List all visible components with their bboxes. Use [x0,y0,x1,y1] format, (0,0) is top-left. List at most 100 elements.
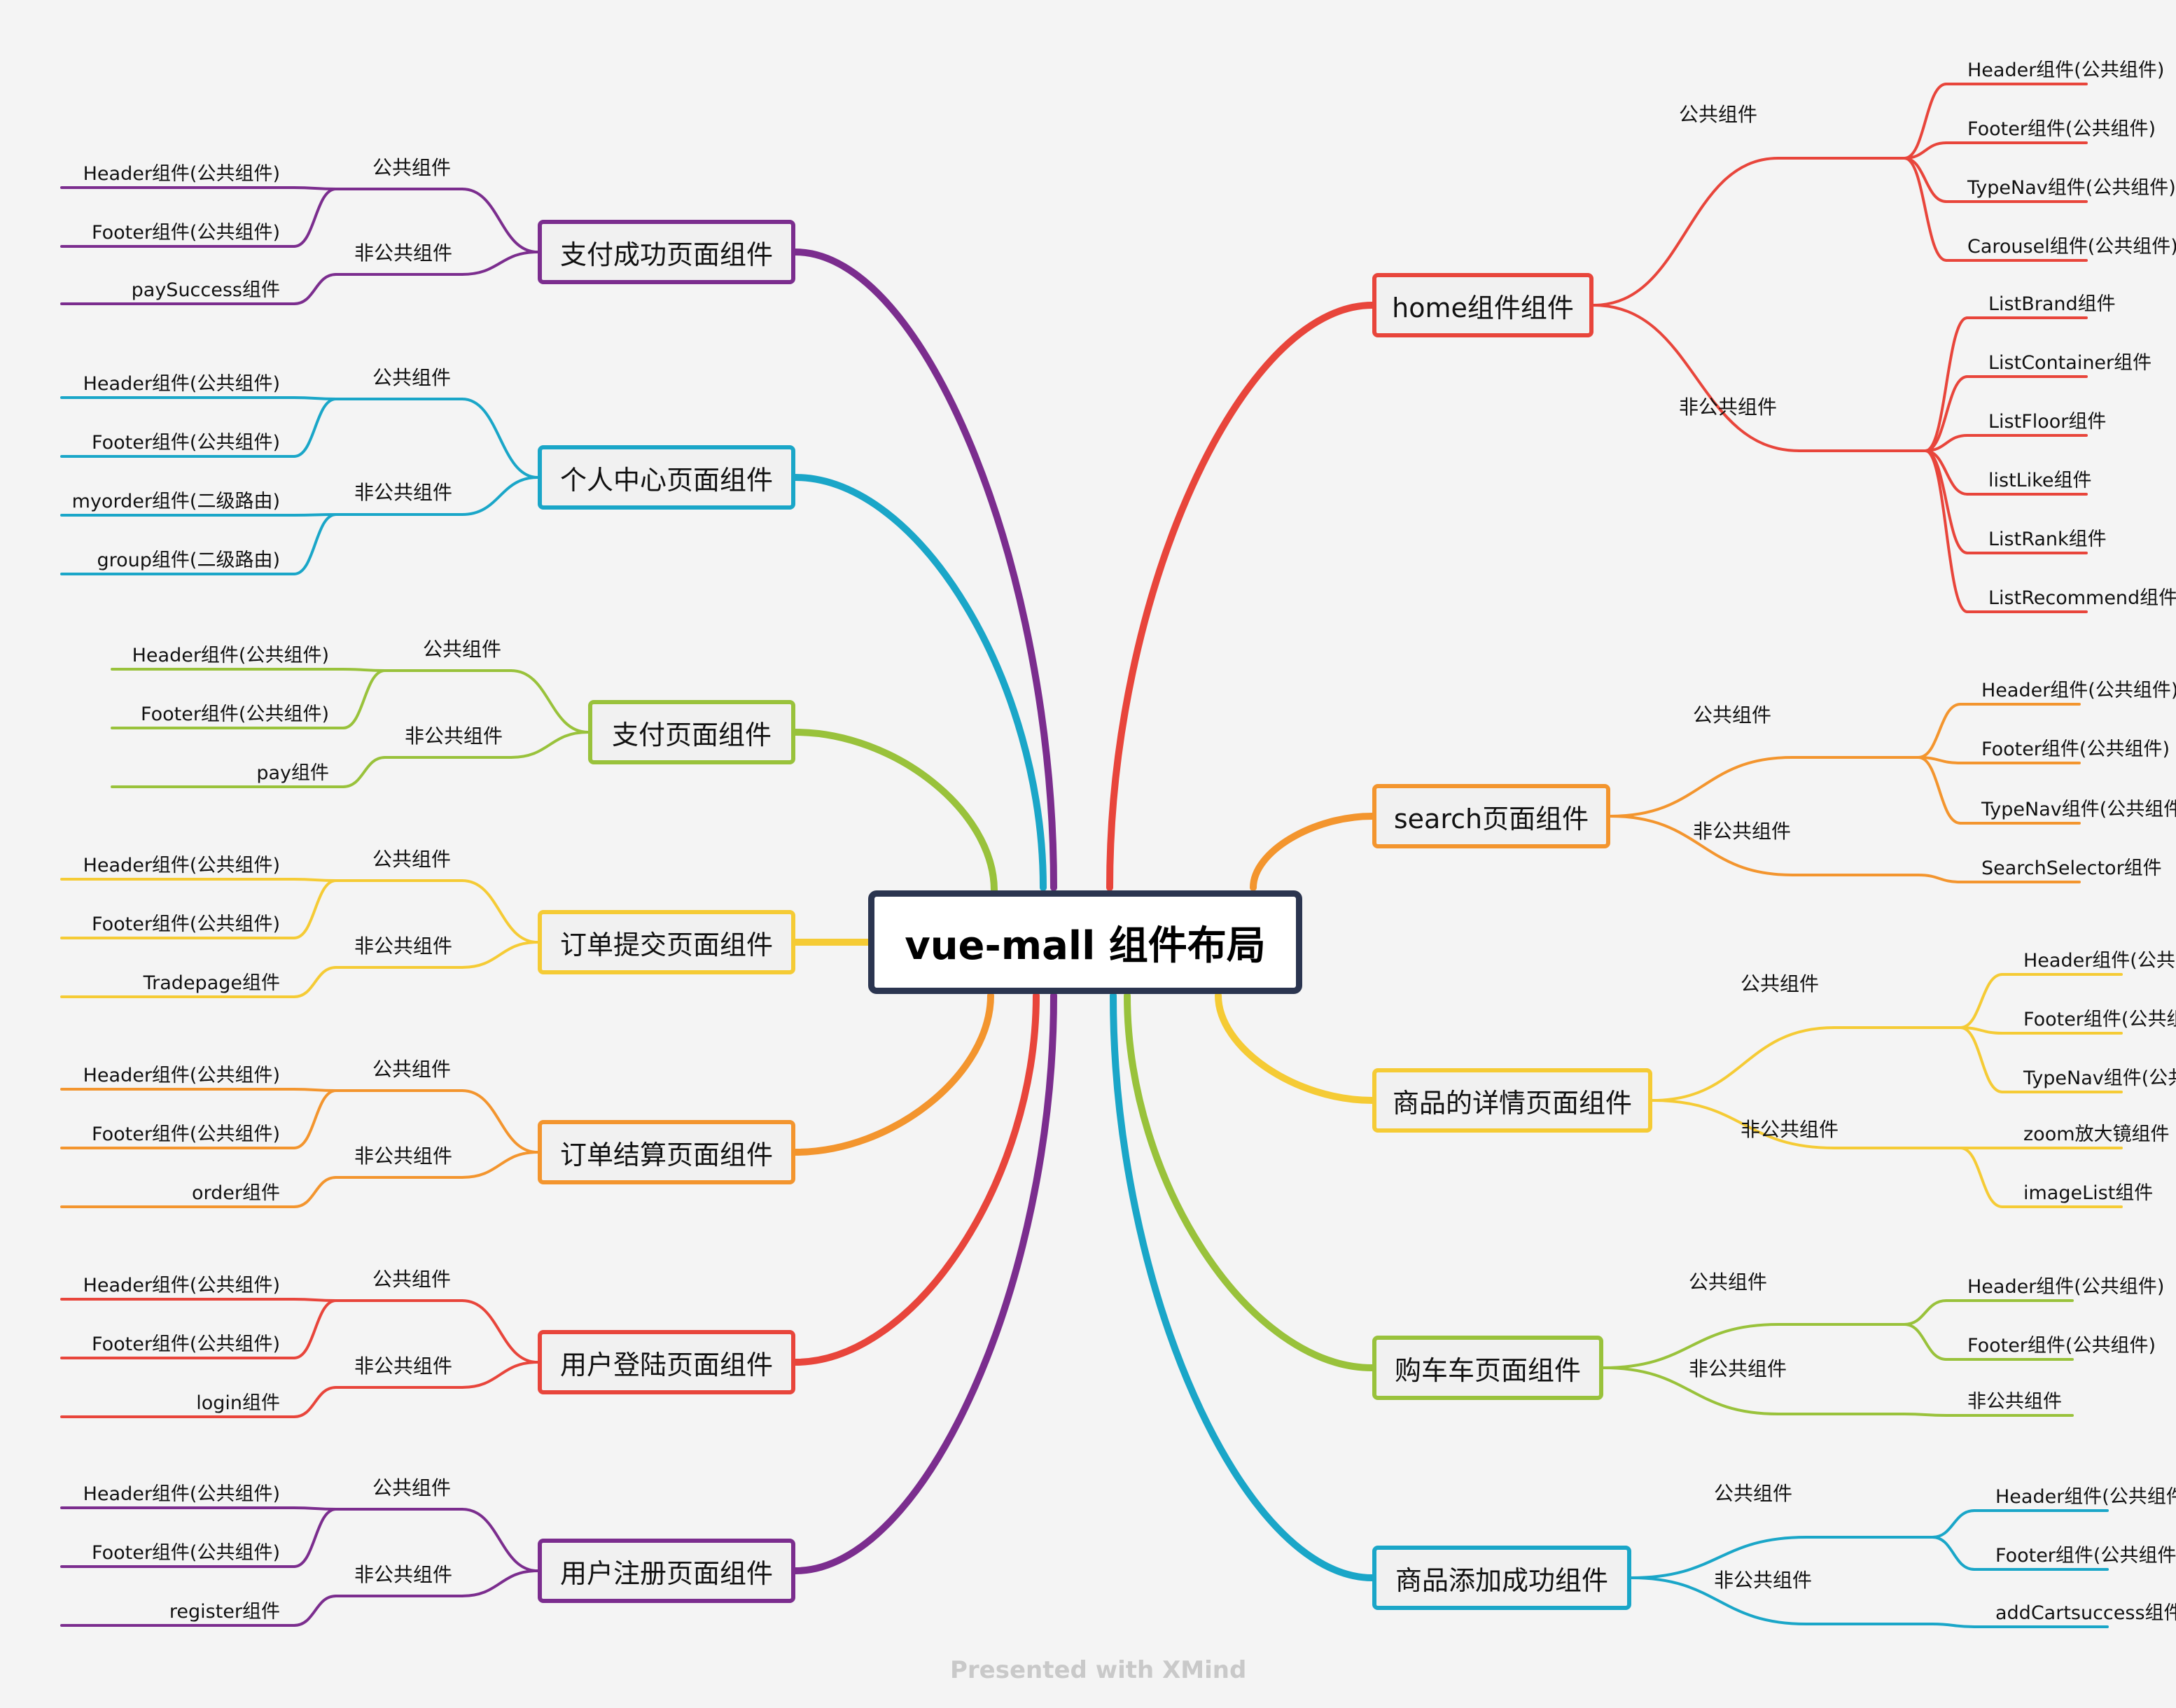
connector [1651,1026,1836,1102]
branch-topic[interactable]: 订单提交页面组件 [538,910,795,974]
group-label[interactable]: 非公共组件 [354,1563,453,1586]
leaf-label[interactable]: Header组件(公共组件) [2023,950,2176,972]
leaf-label[interactable]: ListContainer组件 [1988,352,2152,374]
group-label[interactable]: 公共组件 [1714,1482,1793,1505]
leaf-label[interactable]: Footer组件(公共组件) [92,1334,280,1355]
branch-topic[interactable]: 支付页面组件 [588,700,795,764]
leaf-label[interactable]: Header组件(公共组件) [83,373,280,395]
leaf-label[interactable]: Header组件(公共组件) [1967,1276,2165,1298]
leaf-label[interactable]: Footer组件(公共组件) [92,432,280,454]
leaf-label[interactable]: ListRecommend组件 [1988,587,2176,609]
leaf-label[interactable]: Footer组件(公共组件) [92,913,280,935]
connector [293,1298,337,1302]
leaf-label[interactable]: TypeNav组件(公共组件) [1981,799,2176,820]
leaf-label[interactable]: myorder组件(二级路由) [71,491,280,512]
group-label[interactable]: 非公共组件 [1679,396,1778,419]
branch-topic[interactable]: 支付成功页面组件 [538,220,795,284]
leaf-label[interactable]: TypeNav组件(公共组件) [2023,1068,2176,1089]
leaf-label[interactable]: listLike组件 [1988,470,2092,491]
leaf-label[interactable]: Footer组件(公共组件) [2023,1009,2176,1030]
connector [461,398,539,479]
group-label[interactable]: 公共组件 [372,366,452,389]
leaf-label[interactable]: login组件 [196,1392,280,1414]
leaf-label[interactable]: Footer组件(公共组件) [1967,1335,2156,1357]
connector [1609,815,1794,876]
group-label[interactable]: 公共组件 [372,156,452,179]
leaf-label[interactable]: group组件(二级路由) [97,550,280,571]
connector [1609,756,1794,818]
leaf-label[interactable]: Header组件(公共组件) [83,163,280,185]
leaf-label[interactable]: Footer组件(公共组件) [92,1124,280,1145]
branch-topic[interactable]: 商品的详情页面组件 [1372,1068,1652,1133]
leaf-label[interactable]: TypeNav组件(公共组件) [1967,177,2176,199]
group-label[interactable]: 非公共组件 [354,241,453,265]
leaf-label[interactable]: Carousel组件(公共组件) [1967,236,2176,258]
leaf-label[interactable]: Footer组件(公共组件) [92,1542,280,1564]
group-label[interactable]: 非公共组件 [1741,1118,1839,1141]
leaf-label[interactable]: Footer组件(公共组件) [141,704,329,725]
leaf-label[interactable]: zoom放大镜组件 [2023,1124,2170,1145]
branch-topic[interactable]: search页面组件 [1372,784,1610,848]
leaf-label[interactable]: register组件 [169,1601,280,1623]
leaf-label[interactable]: addCartsuccess组件 [1995,1602,2176,1624]
group-label[interactable]: 公共组件 [372,1476,452,1499]
connector [293,1506,337,1511]
branch-topic[interactable]: 用户注册页面组件 [538,1539,795,1603]
connector [792,729,998,894]
leaf-label[interactable]: Header组件(公共组件) [83,855,280,876]
connector [461,1569,539,1597]
group-label[interactable]: 公共组件 [372,1268,452,1291]
leaf-label[interactable]: Header组件(公共组件) [83,1275,280,1296]
connector [1110,992,1376,1581]
leaf-label[interactable]: SearchSelector组件 [1981,858,2162,879]
leaf-label[interactable]: pay组件 [256,762,329,784]
leaf-label[interactable]: ListBrand组件 [1988,293,2116,315]
leaf-label[interactable]: 非公共组件 [1967,1391,2062,1413]
leaf-label[interactable]: Footer组件(公共组件) [1967,118,2156,140]
leaf-label[interactable]: imageList组件 [2023,1182,2154,1204]
leaf-label[interactable]: Header组件(公共组件) [1967,59,2165,81]
group-label[interactable]: 公共组件 [372,1058,452,1081]
branch-topic[interactable]: 订单结算页面组件 [538,1120,795,1184]
leaf-label[interactable]: Footer组件(公共组件) [1981,738,2170,760]
leaf-label[interactable]: paySuccess组件 [131,279,280,301]
connector [1931,1509,1976,1539]
leaf-label[interactable]: order组件 [192,1182,280,1204]
group-label[interactable]: 非公共组件 [354,481,453,504]
branch-topic[interactable]: 个人中心页面组件 [538,445,795,510]
connector [1903,157,1948,203]
leaf-label[interactable]: Header组件(公共组件) [1995,1486,2176,1508]
leaf-label[interactable]: ListRank组件 [1988,528,2107,550]
group-label[interactable]: 公共组件 [1689,1270,1768,1294]
group-label[interactable]: 非公共组件 [1714,1569,1813,1592]
connector [1959,1026,2004,1093]
branch-topic[interactable]: 用户登陆页面组件 [538,1330,795,1394]
group-label[interactable]: 公共组件 [423,638,502,661]
group-label[interactable]: 公共组件 [1693,704,1772,727]
group-label[interactable]: 非公共组件 [354,934,453,958]
leaf-label[interactable]: Tradepage组件 [143,972,280,994]
group-label[interactable]: 非公共组件 [405,724,503,748]
branch-topic[interactable]: 商品添加成功组件 [1372,1546,1631,1610]
leaf-label[interactable]: Header组件(公共组件) [132,645,329,666]
leaf-label[interactable]: Footer组件(公共组件) [1995,1545,2176,1567]
group-label[interactable]: 非公共组件 [1693,820,1792,843]
branch-topic[interactable]: home组件组件 [1372,273,1593,337]
leaf-label[interactable]: Header组件(公共组件) [1981,680,2176,701]
group-label[interactable]: 公共组件 [1679,103,1758,126]
leaf-label[interactable]: Header组件(公共组件) [83,1065,280,1086]
group-label[interactable]: 非公共组件 [1689,1357,1787,1380]
group-label[interactable]: 公共组件 [1741,972,1820,995]
root-topic[interactable]: vue-mall 组件布局 [868,890,1302,994]
leaf-label[interactable]: Footer组件(公共组件) [92,222,280,244]
group-label[interactable]: 非公共组件 [354,1354,453,1378]
group-label[interactable]: 非公共组件 [354,1144,453,1168]
connector [1250,813,1376,891]
branch-topic[interactable]: 购车车页面组件 [1372,1336,1603,1400]
connector [1924,316,1969,452]
connector [293,966,337,998]
connector [293,1088,337,1092]
group-label[interactable]: 公共组件 [372,848,452,871]
leaf-label[interactable]: ListFloor组件 [1988,411,2107,433]
leaf-label[interactable]: Header组件(公共组件) [83,1483,280,1505]
